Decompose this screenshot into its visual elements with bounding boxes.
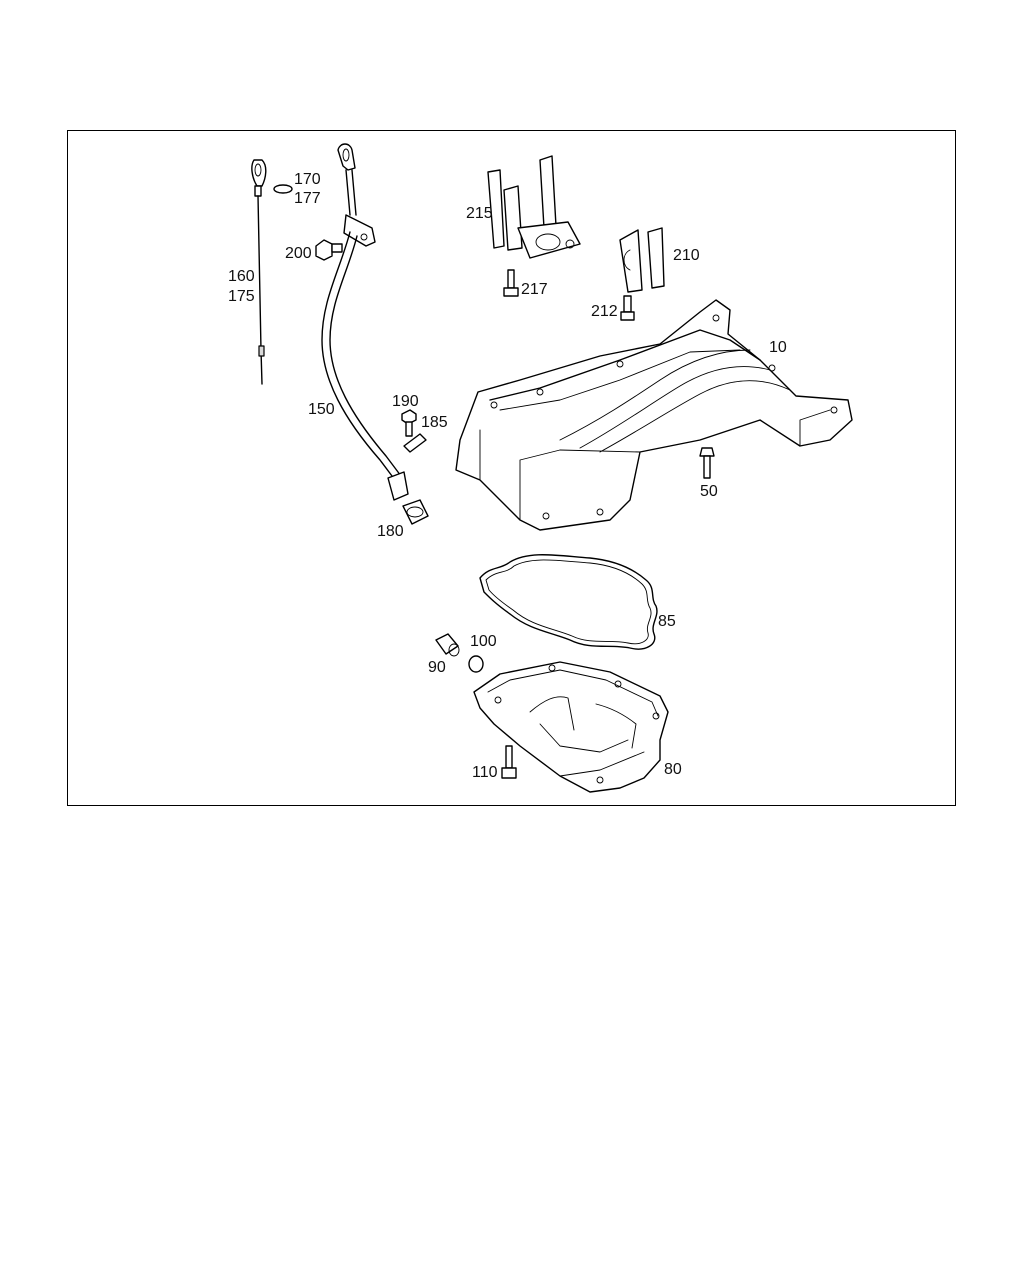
callout-200: 200 — [285, 245, 312, 262]
callout-100: 100 — [470, 633, 497, 650]
bolt-212-part — [620, 295, 635, 321]
bolt-217-part — [503, 269, 519, 297]
bracket-215-part — [487, 155, 581, 259]
o-ring-part — [273, 184, 293, 194]
callout-80: 80 — [664, 761, 682, 778]
callout-190: 190 — [392, 393, 419, 410]
bolt-110-part — [501, 745, 517, 779]
callout-50: 50 — [700, 483, 718, 500]
callout-185: 185 — [421, 414, 448, 431]
upper-oil-pan-part — [455, 299, 853, 531]
callout-210: 210 — [673, 247, 700, 264]
callout-150: 150 — [308, 401, 335, 418]
diagram-frame — [67, 130, 956, 806]
plug-90-part — [435, 633, 460, 657]
callout-180: 180 — [377, 523, 404, 540]
callout-90: 90 — [428, 659, 446, 676]
bracket-185-part — [403, 433, 427, 453]
gasket-85-part — [479, 554, 658, 650]
callout-215: 215 — [466, 205, 493, 222]
callout-160: 160 — [228, 268, 255, 285]
bolt-200-part — [315, 239, 343, 261]
callout-217: 217 — [521, 281, 548, 298]
callout-170: 170 — [294, 171, 321, 188]
ring-100-part — [468, 655, 484, 673]
guide-tube-part — [321, 143, 409, 501]
callout-212: 212 — [591, 303, 618, 320]
bolt-50-part — [699, 447, 715, 479]
callout-177: 177 — [294, 190, 321, 207]
bolt-190-part — [401, 409, 417, 437]
holder-210-part — [619, 227, 665, 293]
callout-175: 175 — [228, 288, 255, 305]
callout-110: 110 — [472, 764, 498, 781]
dipstick-part — [251, 159, 267, 385]
lower-oil-pan-part — [473, 661, 669, 793]
callout-10: 10 — [769, 339, 787, 356]
seal-180-part — [402, 499, 429, 525]
callout-85: 85 — [658, 613, 676, 630]
